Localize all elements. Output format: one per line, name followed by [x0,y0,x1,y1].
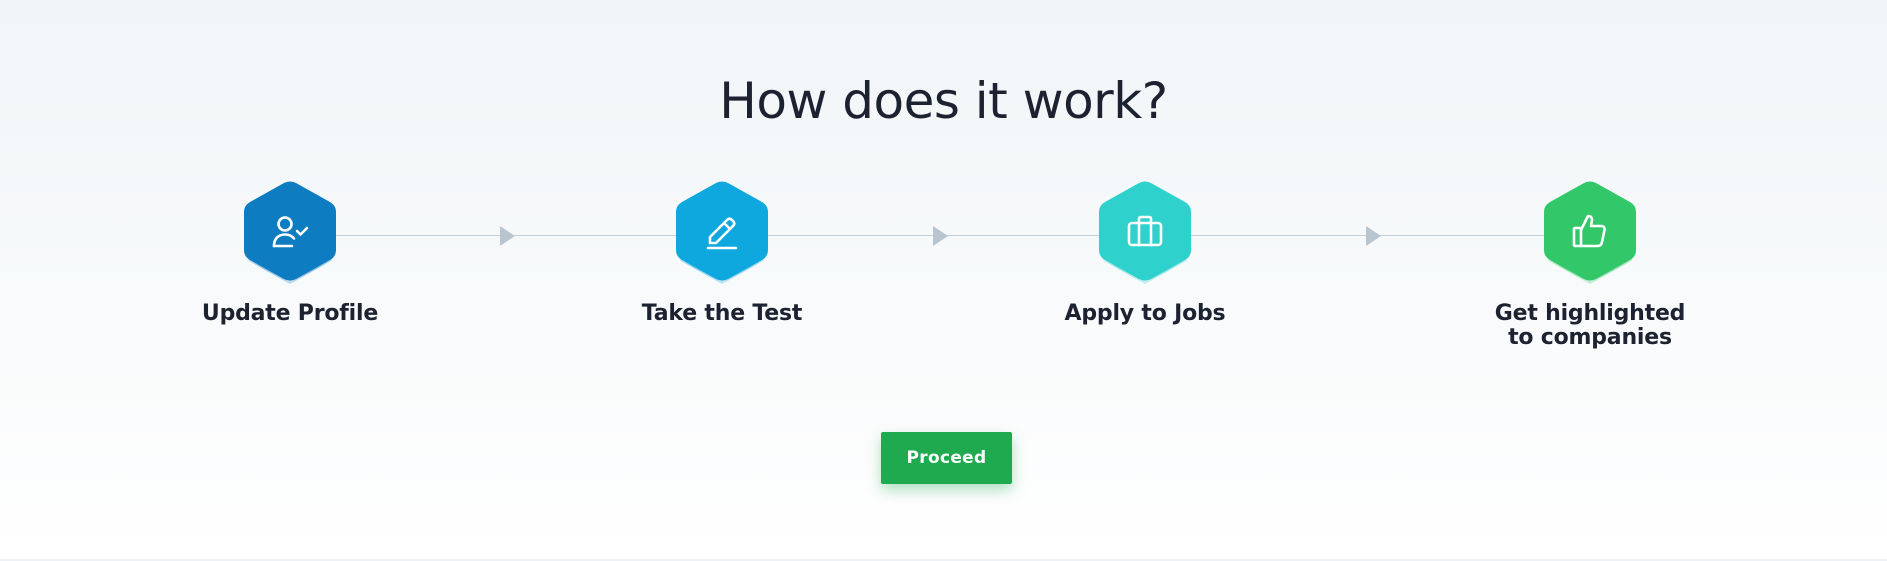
step-get-highlighted: Get highlighted to companies [1440,180,1740,350]
section-divider [0,559,1887,561]
step-badge [1099,180,1191,284]
step-label: Get highlighted to companies [1494,301,1686,350]
section-title: How does it work? [719,72,1168,130]
arrow-right-icon [933,226,948,246]
thumbs-up-icon [1572,214,1606,248]
pencil-edit-icon [706,217,738,250]
user-check-icon [272,216,309,248]
step-take-the-test: Take the Test [572,180,872,326]
step-label: Update Profile [201,301,379,326]
arrow-right-icon [500,226,515,246]
step-apply-to-jobs: Apply to Jobs [995,180,1295,326]
step-label: Apply to Jobs [1064,301,1226,326]
step-badge [244,180,336,284]
proceed-button[interactable]: Proceed [881,432,1012,484]
step-badge [676,180,768,284]
step-badge [1544,180,1636,284]
briefcase-icon [1127,215,1163,247]
arrow-right-icon [1366,226,1381,246]
step-update-profile: Update Profile [140,180,440,326]
step-label: Take the Test [641,301,803,326]
